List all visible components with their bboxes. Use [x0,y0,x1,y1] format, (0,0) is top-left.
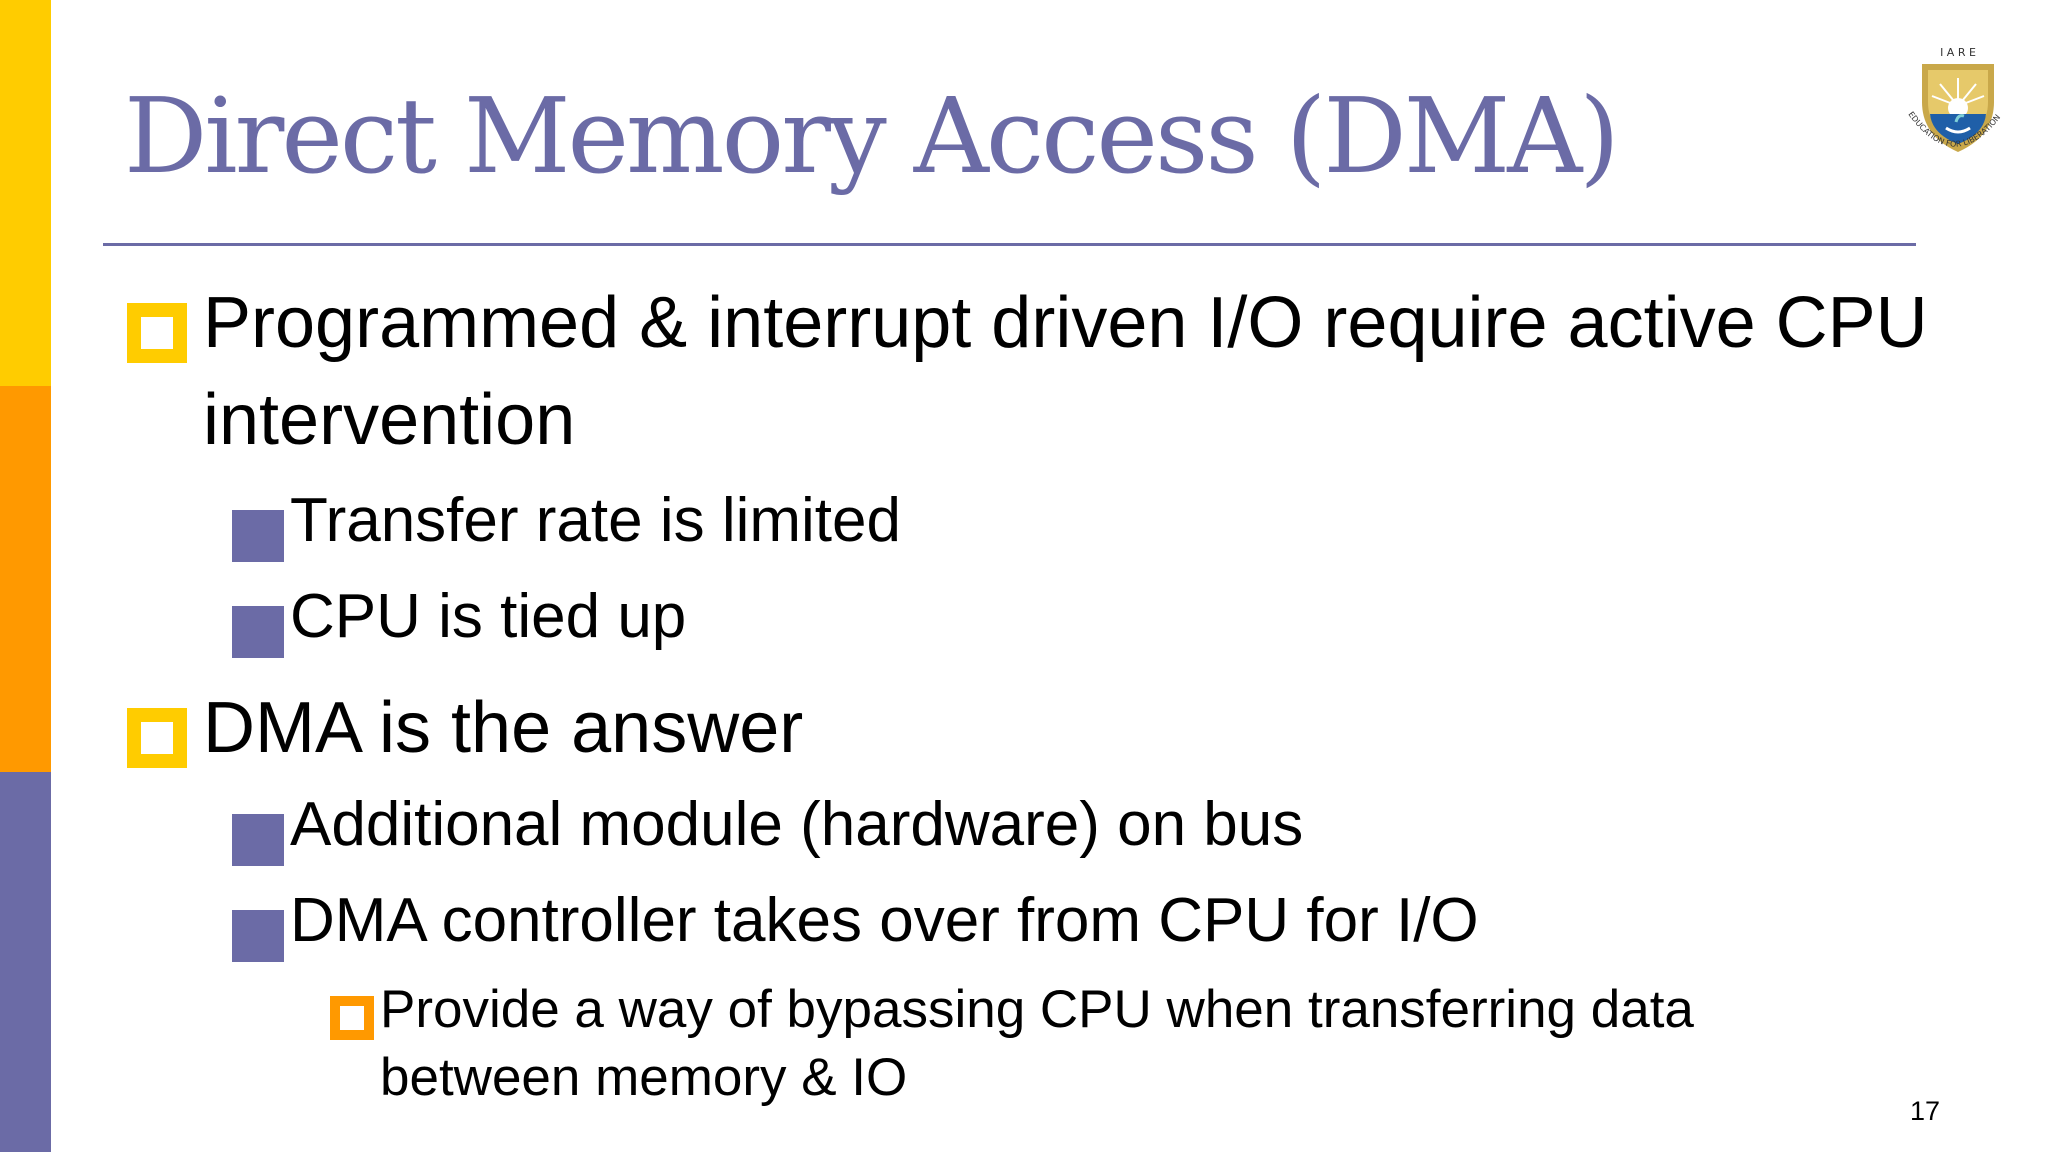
hollow-square-bullet-icon [127,708,187,768]
filled-square-bullet-icon [232,606,284,658]
bullet-text: Additional module (hardware) on bus [290,790,1304,859]
hollow-square-bullet-icon [330,996,374,1040]
hollow-square-bullet-icon [127,303,187,363]
side-bar-yellow-segment [0,0,51,386]
iare-logo: I A R E EDUCATION FOR LIBERATION [1898,44,2018,164]
bullet-text: Transfer rate is limited [290,486,901,555]
filled-square-bullet-icon [232,814,284,866]
bullet-text: DMA is the answer [203,688,804,768]
page-number: 17 [1910,1096,1941,1126]
title-divider [103,243,1916,246]
bullet-text: DMA controller takes over from CPU for I… [290,886,1479,955]
filled-square-bullet-icon [232,910,284,962]
side-bar-orange-segment [0,386,51,772]
side-color-bar [0,0,51,1152]
svg-text:I A R E: I A R E [1940,46,1976,59]
filled-square-bullet-icon [232,510,284,562]
bullet-text: Programmed & interrupt driven I/O requir… [203,283,1928,460]
bullet-text: Provide a way of bypassing CPU when tran… [380,980,1694,1107]
side-bar-purple-segment [0,772,51,1152]
bullet-text: CPU is tied up [290,582,687,651]
slide-title: Direct Memory Access (DMA) [124,75,1620,197]
